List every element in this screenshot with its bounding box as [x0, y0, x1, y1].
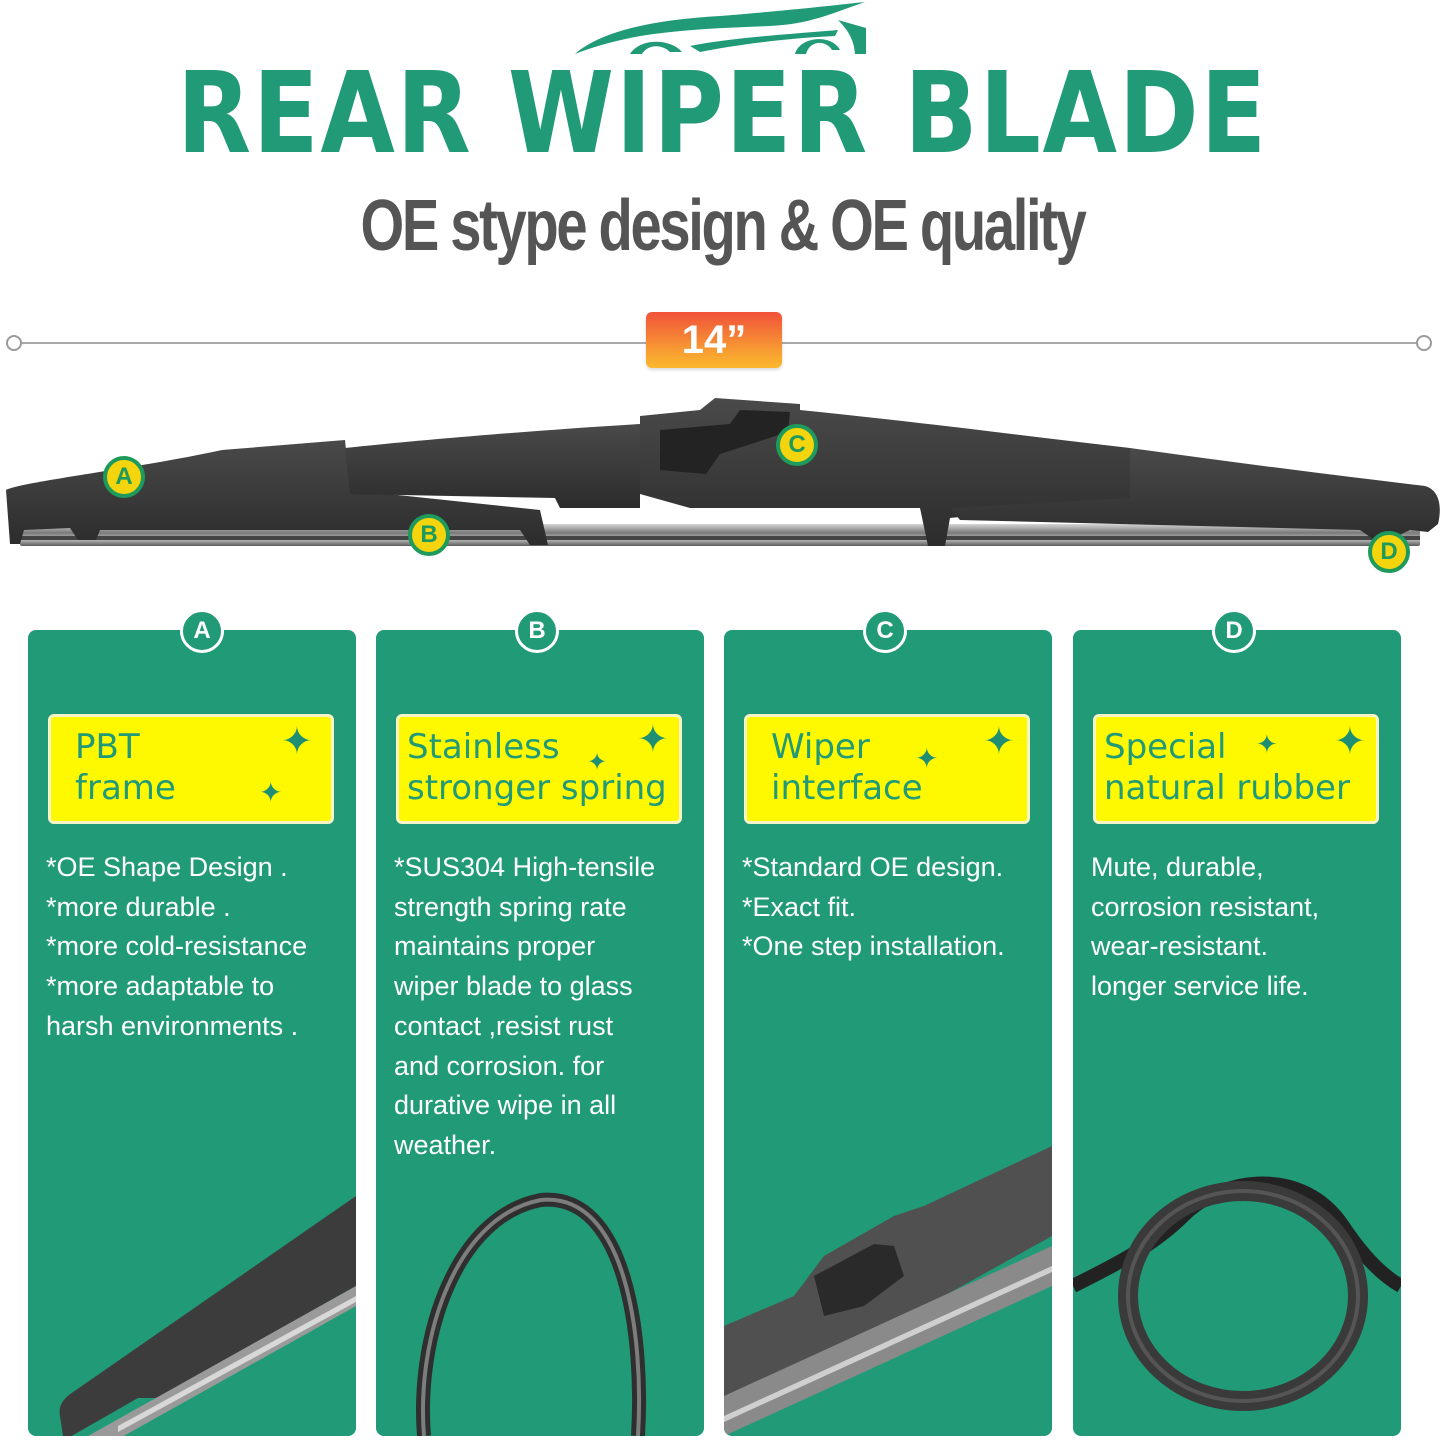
feature-label-box: Wiper interface ✦ ✦: [744, 714, 1030, 824]
card-letter-d: D: [1212, 609, 1256, 653]
feature-description: Mute, durable, corrosion resistant, wear…: [1091, 852, 1320, 1002]
feature-label: Stainless stronger spring: [407, 727, 667, 808]
sparkle-icon: ✦: [983, 721, 1015, 763]
feature-card-a: PBT frame ✦ ✦ *OE Shape Design . *more d…: [28, 630, 356, 1436]
page-title: REAR WIPER BLADE: [177, 49, 1268, 179]
sparkle-icon: ✦: [637, 719, 669, 761]
diagram-marker-c: C: [776, 424, 818, 466]
sparkle-icon: ✦: [915, 743, 939, 774]
sparkle-icon: ✦: [587, 749, 608, 776]
sparkle-icon: ✦: [1334, 721, 1366, 763]
feature-card-d: Special natural rubber ✦ ✦ Mute, durable…: [1073, 630, 1401, 1436]
feature-label: Wiper interface: [771, 727, 923, 808]
feature-label-box: Stainless stronger spring ✦ ✦: [396, 714, 682, 824]
bent-steel-spring-illustration: [416, 1192, 647, 1436]
card-letter-a: A: [180, 609, 224, 653]
sparkle-icon: ✦: [1256, 729, 1278, 759]
feature-card-c: Wiper interface ✦ ✦ *Standard OE design.…: [724, 630, 1052, 1436]
diagram-marker-d: D: [1368, 531, 1410, 573]
page-subtitle: OE stype design & OE quality: [360, 186, 1086, 266]
size-badge: 14”: [646, 312, 782, 368]
wiper-connector-illustration: [724, 1146, 1052, 1436]
wiper-blade-illustration: [6, 398, 1440, 546]
ruler-left-endpoint: [6, 335, 22, 351]
wiper-end-cap-illustration: [59, 1196, 356, 1436]
card-letter-c: C: [863, 609, 907, 653]
ruler-right-endpoint: [1416, 335, 1432, 351]
knotted-rubber-illustration: [1073, 1176, 1401, 1411]
feature-description: *OE Shape Design . *more durable . *more…: [46, 852, 308, 1041]
feature-description: *SUS304 High-tensile strength spring rat…: [394, 852, 656, 1160]
card-letter-b: B: [515, 609, 559, 653]
feature-label: PBT frame: [75, 727, 176, 808]
feature-label-box: Special natural rubber ✦ ✦: [1093, 714, 1379, 824]
feature-description: *Standard OE design. *Exact fit. *One st…: [742, 852, 1005, 962]
sparkle-icon: ✦: [259, 777, 283, 808]
sparkle-icon: ✦: [281, 721, 313, 763]
diagram-marker-a: A: [103, 456, 145, 498]
feature-label-box: PBT frame ✦ ✦: [48, 714, 334, 824]
diagram-marker-b: B: [408, 514, 450, 556]
car-silhouette-icon: [575, 2, 866, 54]
feature-card-b: Stainless stronger spring ✦ ✦ *SUS304 Hi…: [376, 630, 704, 1436]
feature-label: Special natural rubber: [1104, 727, 1350, 808]
